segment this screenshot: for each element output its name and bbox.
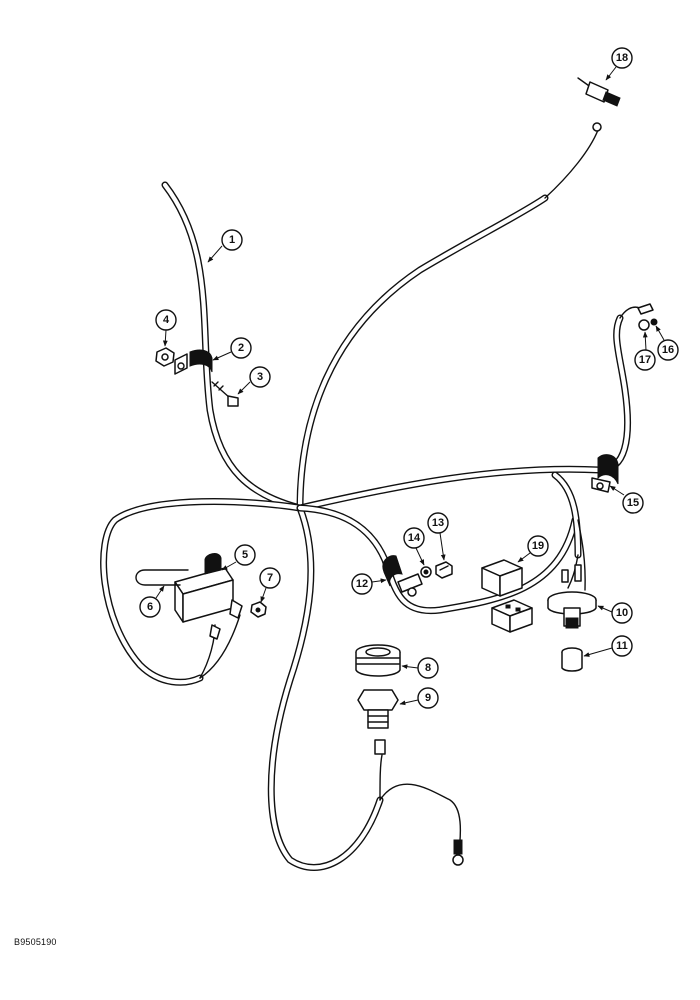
ring-terminal-icon — [452, 839, 464, 866]
pressure-switch-icon — [547, 564, 597, 629]
svg-text:12: 12 — [356, 578, 368, 590]
callout-14: 14 — [403, 527, 425, 566]
temperature-sender-icon — [577, 77, 621, 132]
bolt-icon — [211, 381, 239, 407]
u-bolt-icon — [135, 569, 189, 586]
callout-15: 15 — [609, 485, 644, 514]
svg-text:19: 19 — [532, 540, 544, 552]
micro-switch-icon — [174, 553, 243, 640]
harness-clip-large-icon — [591, 454, 619, 493]
callout-1: 1 — [207, 229, 243, 263]
nut-icon — [155, 347, 175, 367]
callout-10: 10 — [597, 602, 633, 624]
callout-6: 6 — [139, 585, 165, 618]
callout-18: 18 — [605, 47, 633, 81]
callout-7: 7 — [259, 567, 281, 603]
svg-text:10: 10 — [616, 607, 628, 619]
harness-clip-2-icon — [382, 555, 423, 597]
nut-small-icon — [250, 601, 267, 618]
callout-3: 3 — [237, 366, 271, 395]
svg-text:3: 3 — [257, 371, 263, 383]
callout-5: 5 — [221, 544, 256, 571]
callout-8: 8 — [401, 657, 439, 679]
svg-text:8: 8 — [425, 662, 431, 674]
svg-text:6: 6 — [147, 601, 153, 613]
callout-11: 11 — [583, 635, 633, 657]
svg-text:17: 17 — [639, 354, 651, 366]
svg-text:9: 9 — [425, 692, 431, 704]
single-wires — [199, 129, 641, 861]
callout-19: 19 — [517, 535, 549, 563]
svg-text:15: 15 — [627, 497, 639, 509]
callout-12: 12 — [351, 573, 387, 595]
callouts: 1 2 3 4 5 6 7 — [139, 47, 679, 709]
svg-text:2: 2 — [238, 342, 244, 354]
callout-16: 16 — [655, 325, 679, 361]
svg-text:11: 11 — [616, 640, 628, 652]
pressure-sender-icon — [357, 689, 399, 755]
svg-text:7: 7 — [267, 572, 273, 584]
bolt-2-icon — [435, 561, 453, 579]
terminal-hardware-icon — [637, 303, 658, 331]
callout-9: 9 — [399, 687, 439, 709]
harness-clip-icon — [174, 349, 213, 375]
adapter-fitting-icon — [561, 647, 583, 672]
svg-text:14: 14 — [408, 532, 421, 544]
relay-icon — [481, 559, 533, 633]
harness-cables — [100, 181, 632, 871]
svg-text:13: 13 — [432, 517, 444, 529]
svg-text:16: 16 — [662, 344, 674, 356]
callout-17: 17 — [634, 331, 656, 371]
callout-4: 4 — [155, 309, 177, 347]
svg-text:5: 5 — [242, 549, 248, 561]
washer-icon — [420, 566, 432, 578]
svg-text:18: 18 — [616, 52, 628, 64]
callout-13: 13 — [427, 512, 449, 561]
svg-text:1: 1 — [229, 234, 235, 246]
threaded-fitting-icon — [355, 644, 401, 677]
svg-text:4: 4 — [163, 314, 170, 326]
callout-2: 2 — [212, 337, 252, 361]
figure-code: B9505190 — [14, 937, 57, 947]
